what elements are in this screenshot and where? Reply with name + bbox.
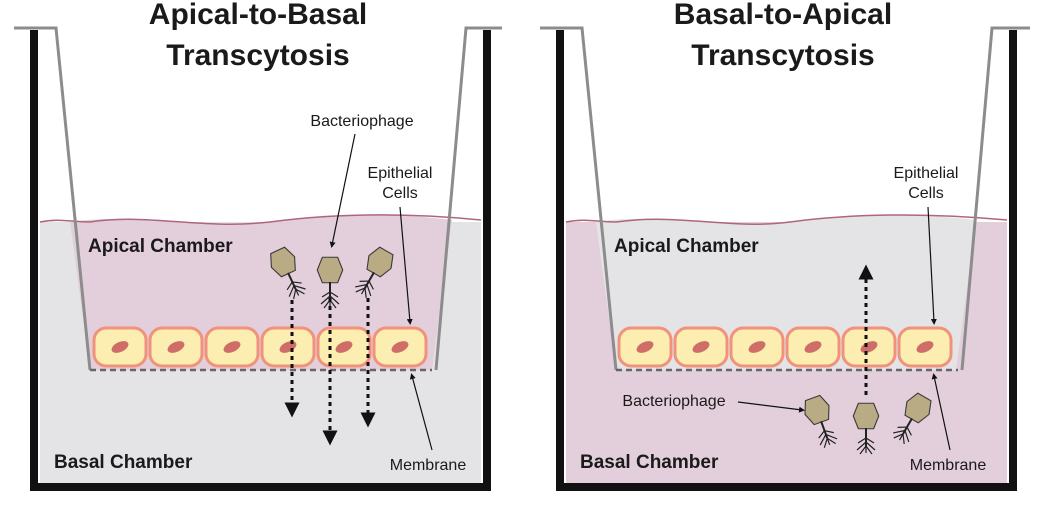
epithelial-cell (617, 326, 673, 368)
epithelial-cell (148, 326, 204, 368)
epithelial-cell (260, 326, 316, 368)
panel-title-line1: Basal-to-Apical (674, 0, 892, 31)
panel-title-line2: Transcytosis (166, 39, 349, 72)
apical-chamber-label: Apical Chamber (614, 236, 759, 257)
bacteriophage-label: Bacteriophage (622, 393, 725, 410)
basal-chamber-label: Basal Chamber (580, 452, 719, 473)
epithelial-cell (841, 326, 897, 368)
bacteriophage-pointer (329, 133, 356, 248)
bacteriophage-pointer (737, 401, 805, 413)
epithelial-cell (785, 326, 841, 368)
liquid-surface (565, 214, 1008, 225)
well-wall (556, 30, 1017, 491)
well-wall (30, 30, 491, 491)
epithelial-label-line1: Epithelial (894, 165, 959, 182)
epithelial-cell (897, 326, 953, 368)
epithelial-cell (372, 326, 428, 368)
membrane-pointer (409, 373, 433, 451)
epithelial-pointer (399, 206, 413, 325)
liquid-surface (39, 214, 482, 225)
membrane-pointer (931, 373, 951, 451)
epithelial-cell (316, 326, 372, 368)
epithelial-cell (92, 326, 148, 368)
insert-wall (540, 26, 1030, 371)
membrane-label: Membrane (910, 457, 987, 474)
epithelial-cell (673, 326, 729, 368)
basal-chamber-label: Basal Chamber (54, 452, 193, 473)
insert-wall (14, 26, 502, 371)
epithelial-pointer (927, 206, 937, 325)
panel-basal-to-apical: Basal-to-Apical Transcytosis Apical Cham… (540, 0, 1030, 491)
epithelial-cell (204, 326, 260, 368)
panel-apical-to-basal: Apical-to-Basal Transcytosis Apical Cham… (14, 0, 502, 491)
epithelial-cell (729, 326, 785, 368)
apical-chamber-label: Apical Chamber (88, 236, 233, 257)
epithelial-label-line2: Cells (908, 185, 944, 202)
panel-title-line1: Apical-to-Basal (149, 0, 367, 31)
membrane-label: Membrane (390, 457, 467, 474)
epithelial-label-line1: Epithelial (368, 165, 433, 182)
panel-title-line2: Transcytosis (691, 39, 874, 72)
bacteriophage-label: Bacteriophage (310, 113, 413, 130)
epithelial-label-line2: Cells (382, 185, 418, 202)
